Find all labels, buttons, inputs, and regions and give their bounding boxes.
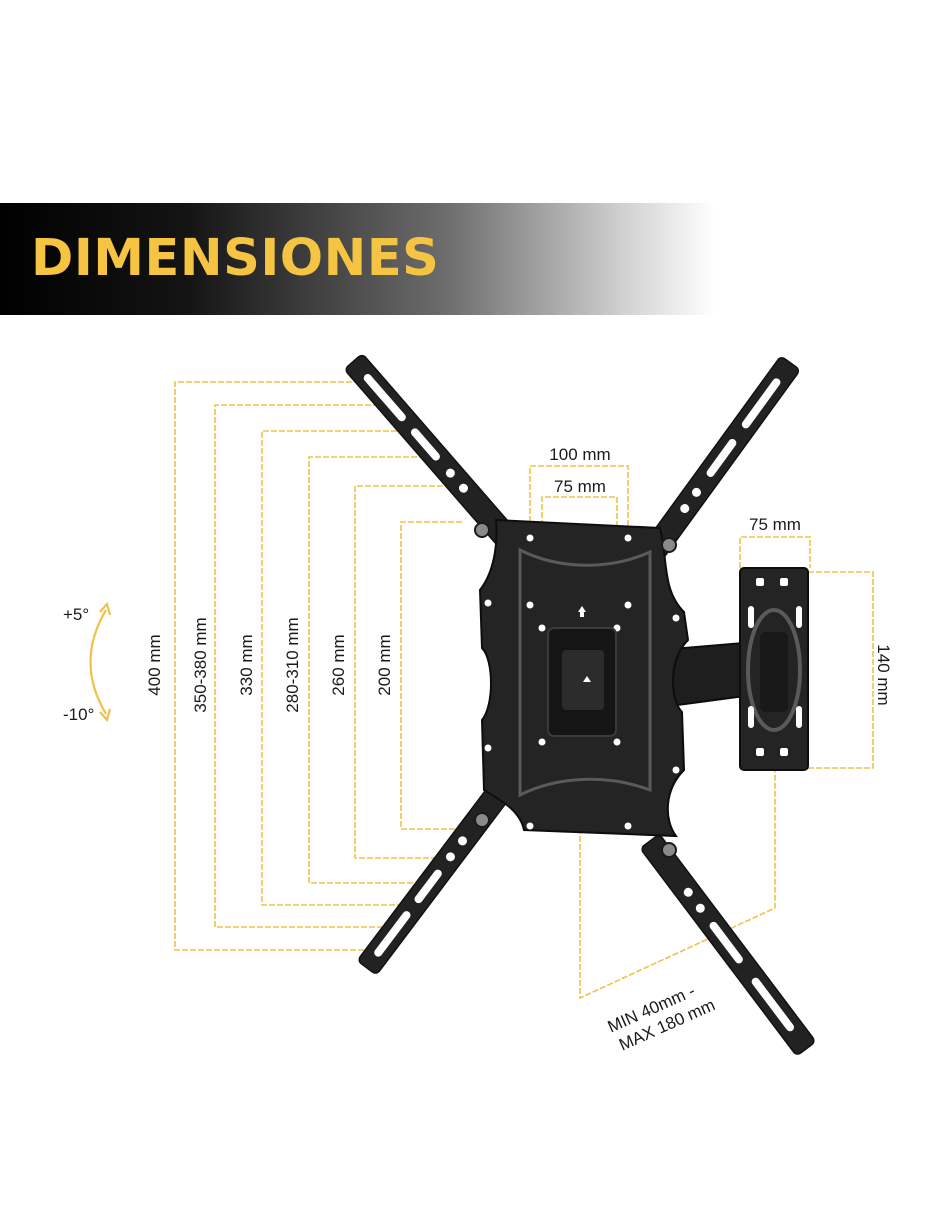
tilt-indicator xyxy=(89,601,112,723)
dim-line-350-380 xyxy=(214,404,407,928)
wall-plate-dimension-lines xyxy=(739,536,874,769)
dim-label-75-top: 75 mm xyxy=(554,477,606,496)
extension-label: MIN 40mm - MAX 180 mm xyxy=(605,981,718,1054)
dim-label-200: 200 mm xyxy=(375,634,394,695)
arm-bottom-right xyxy=(641,835,815,1055)
page-title: DIMENSIONES xyxy=(31,229,440,288)
dim-label-330: 330 mm xyxy=(237,634,256,695)
dim-label-280-310: 280-310 mm xyxy=(283,617,302,712)
title-banner xyxy=(0,203,940,315)
dim-line-200 xyxy=(400,521,468,830)
dim-label-400: 400 mm xyxy=(145,634,164,695)
arm-bolts xyxy=(474,522,677,858)
tv-plate xyxy=(478,518,690,838)
dim-line-400 xyxy=(174,381,386,951)
mounting-arms xyxy=(345,354,815,1055)
arm-top-left xyxy=(345,354,519,550)
dim-line-280-310 xyxy=(308,456,432,884)
dim-line-140-wall xyxy=(808,571,874,769)
tilt-arrow-up-icon xyxy=(99,601,112,616)
arm-bottom-left xyxy=(358,786,508,974)
wall-plate xyxy=(739,567,809,771)
dim-label-75-wall: 75 mm xyxy=(749,515,801,534)
arrow-up-icon xyxy=(583,676,591,682)
dim-line-330 xyxy=(261,430,420,906)
dim-line-extension xyxy=(579,770,776,1000)
tilt-arrow-down-icon xyxy=(99,708,112,723)
dim-label-350-380: 350-380 mm xyxy=(191,617,210,712)
dim-line-75-wall xyxy=(739,536,811,568)
vertical-dimension-lines xyxy=(174,381,468,951)
dim-label-100-top: 100 mm xyxy=(549,445,610,464)
dim-line-260 xyxy=(354,485,448,859)
arm-top-right xyxy=(640,357,800,563)
tilt-down-label: -10° xyxy=(63,705,94,724)
tilt-up-label: +5° xyxy=(63,605,89,624)
dim-label-140-wall: 140 mm xyxy=(874,644,893,705)
dim-label-260: 260 mm xyxy=(329,634,348,695)
arrow-up-icon xyxy=(578,606,586,612)
tilt-arc xyxy=(89,609,107,715)
